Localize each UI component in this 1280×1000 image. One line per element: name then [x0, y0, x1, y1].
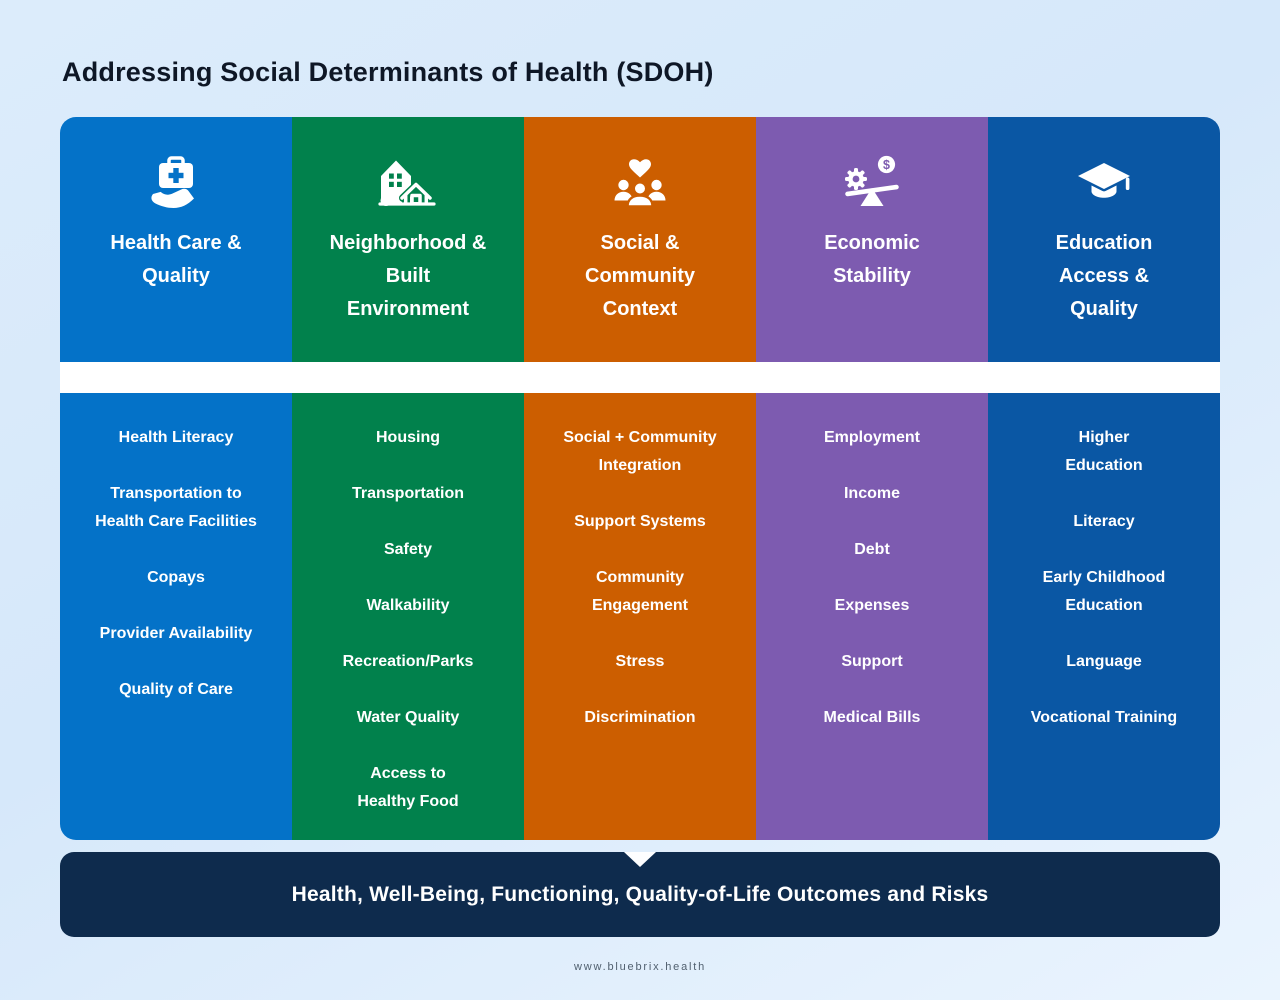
graduation-cap-icon	[1072, 150, 1136, 218]
people-group-heart-icon	[608, 150, 672, 218]
factor-list-economic-stability: Employment Income Debt Expenses Support …	[756, 393, 988, 840]
category-header-label: Neighborhood & Built Environment	[329, 232, 487, 320]
category-header-row: Health Care & Quality	[60, 117, 1220, 362]
factor-item: Discrimination	[584, 709, 696, 726]
outcomes-label: Health, Well-Being, Functioning, Quality…	[291, 882, 989, 906]
divider-band	[60, 362, 1220, 393]
factor-item: Housing	[376, 429, 440, 446]
balance-gear-dollar-icon: $	[840, 150, 904, 218]
category-header-label: Health Care & Quality	[110, 232, 242, 287]
down-arrow-notch-icon	[624, 852, 656, 867]
category-header-label: Social & Community Context	[585, 232, 695, 320]
outcomes-bar: Health, Well-Being, Functioning, Quality…	[60, 852, 1220, 937]
factor-item: Employment	[823, 429, 920, 446]
category-header-social-community-context: Social & Community Context	[524, 117, 756, 362]
factor-item: Debt	[854, 541, 890, 558]
factor-list-social-community-context: Social + Community Integration Support S…	[524, 393, 756, 840]
category-header-economic-stability: $ Economic Stability	[756, 117, 988, 362]
factor-item: Support	[841, 653, 903, 670]
factor-item: Copays	[147, 569, 205, 586]
factor-list-health-care-quality: Health Literacy Transportation to Health…	[60, 393, 292, 840]
factor-item: Early Childhood Education	[1042, 569, 1166, 614]
footer-url: www.bluebrix.health	[573, 961, 707, 973]
category-header-health-care-quality: Health Care & Quality	[60, 117, 292, 362]
factor-item: Provider Availability	[99, 625, 253, 642]
factor-item: Quality of Care	[119, 681, 233, 698]
factor-item: Higher Education	[1065, 429, 1143, 474]
category-header-neighborhood-built-environment: Neighborhood & Built Environment	[292, 117, 524, 362]
factor-list-education-access-quality: Higher Education Literacy Early Childhoo…	[988, 393, 1220, 840]
factor-item: Health Literacy	[118, 429, 234, 446]
factor-item: Expenses	[834, 597, 910, 614]
factor-item: Support Systems	[574, 513, 706, 530]
factor-item: Medical Bills	[823, 709, 921, 726]
factor-item: Income	[843, 485, 900, 502]
factor-item: Recreation/Parks	[342, 653, 474, 670]
factor-item: Social + Community Integration	[563, 429, 717, 474]
factor-list-neighborhood-built-environment: Housing Transportation Safety Walkabilit…	[292, 393, 524, 840]
hand-holding-medical-kit-icon	[144, 150, 208, 218]
factor-item: Literacy	[1073, 513, 1135, 530]
factor-item: Language	[1066, 653, 1142, 670]
factor-item: Water Quality	[356, 709, 460, 726]
factor-item: Vocational Training	[1030, 709, 1178, 726]
factor-item: Community Engagement	[591, 569, 688, 614]
page-title: Addressing Social Determinants of Health…	[62, 57, 714, 87]
sdoh-board: Health Care & Quality	[60, 117, 1220, 840]
category-header-education-access-quality: Education Access & Quality	[988, 117, 1220, 362]
factor-lists-row: Health Literacy Transportation to Health…	[60, 393, 1220, 840]
category-header-label: Economic Stability	[824, 232, 920, 287]
svg-text:$: $	[883, 158, 890, 172]
factor-item: Transportation to Health Care Facilities	[95, 485, 257, 530]
factor-item: Safety	[383, 541, 433, 558]
houses-icon	[376, 150, 440, 218]
factor-item: Walkability	[366, 597, 450, 614]
factor-item: Transportation	[351, 485, 464, 502]
category-header-label: Education Access & Quality	[1055, 232, 1153, 320]
factor-item: Stress	[615, 653, 665, 670]
factor-item: Access to Healthy Food	[357, 765, 459, 810]
